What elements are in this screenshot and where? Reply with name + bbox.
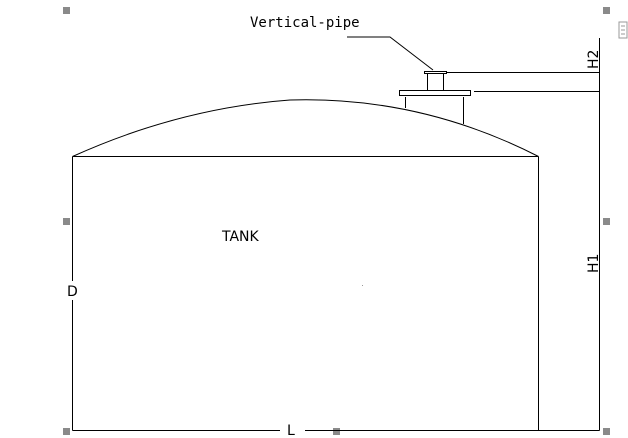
handle-bottom-right[interactable]	[603, 428, 610, 435]
handle-bottom-left[interactable]	[63, 428, 70, 435]
diameter-label: D	[67, 284, 78, 300]
length-label: L	[287, 423, 295, 438]
handle-middle-left[interactable]	[63, 218, 70, 225]
tank-body	[72, 156, 600, 431]
stray-dot	[362, 285, 363, 286]
vertical-pipe-leader	[347, 36, 434, 71]
selection-handles[interactable]	[63, 7, 610, 435]
handle-top-right[interactable]	[603, 7, 610, 14]
handle-bottom-center[interactable]	[333, 428, 340, 435]
height-2-label: H2	[586, 50, 602, 69]
vertical-pipe-label: Vertical-pipe	[250, 15, 360, 31]
tank-roof	[72, 99, 539, 157]
tank-label: TANK	[221, 229, 260, 245]
dimension-lines	[446, 38, 600, 431]
anchor-icon	[618, 21, 628, 39]
handle-middle-right[interactable]	[603, 218, 610, 225]
height-1-label: H1	[586, 254, 602, 273]
handle-top-left[interactable]	[63, 7, 70, 14]
